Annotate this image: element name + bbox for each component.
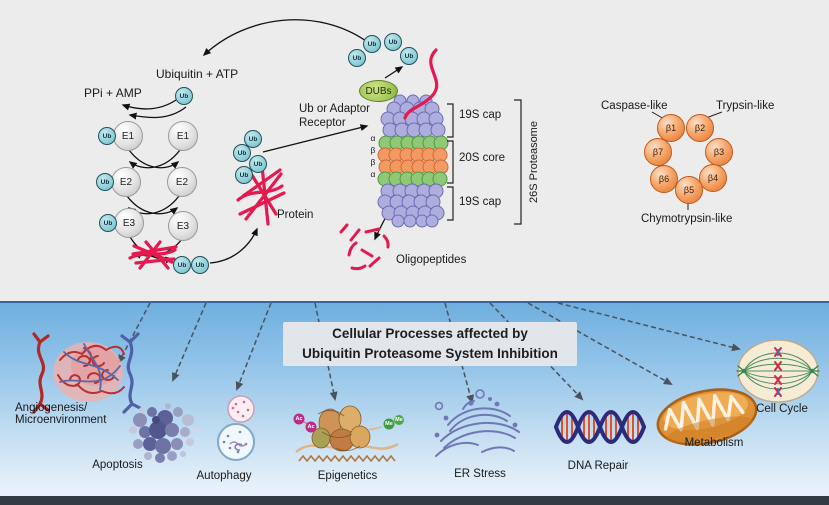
lower-panel-title-line1: Cellular Processes affected by bbox=[332, 326, 528, 342]
dubs-enzyme: DUBs bbox=[359, 80, 398, 102]
cap-top-label: 19S cap bbox=[459, 109, 502, 121]
beta4-subunit: β4 bbox=[699, 164, 727, 192]
e1-enzyme-right: E1 bbox=[168, 121, 198, 151]
beta2-subunit: β2 bbox=[686, 114, 714, 142]
core-label: 20S core bbox=[459, 152, 506, 164]
ubiquitin-circle: Ub bbox=[191, 256, 209, 274]
proteasome-bracket-label: 26S Proteasome bbox=[528, 121, 540, 203]
ubiquitin-circle: Ub bbox=[235, 166, 253, 184]
beta6-subunit: β6 bbox=[650, 165, 678, 193]
lower-panel-title-box: Cellular Processes affected by Ubiquitin… bbox=[283, 322, 577, 366]
ubiquitin-circle: Ub bbox=[400, 47, 418, 65]
ppi-amp-label: PPi + AMP bbox=[84, 86, 142, 100]
acetyl-mark-label: Ac bbox=[307, 424, 315, 430]
ubiquitin-circle: Ub bbox=[384, 33, 402, 51]
core-subunit-beta-1: β bbox=[370, 145, 376, 155]
bottom-border-strip bbox=[0, 496, 829, 505]
core-subunit-alpha-bottom: α bbox=[370, 169, 376, 179]
oligopeptides-label: Oligopeptides bbox=[396, 254, 467, 266]
acetyl-mark-label: Ac bbox=[295, 416, 303, 422]
ubiquitin-circle: Ub bbox=[96, 173, 114, 191]
chymotrypsin-like-label: Chymotrypsin-like bbox=[641, 213, 733, 225]
process-label-er-stress: ER Stress bbox=[454, 468, 506, 480]
ubiquitin-circle: Ub bbox=[173, 256, 191, 274]
process-label-metabolism: Metabolism bbox=[684, 437, 744, 449]
e3-enzyme-left: E3 bbox=[114, 208, 144, 238]
process-label-angiogenesis: Angiogenesis/ Microenvironment bbox=[15, 402, 107, 426]
ubiquitin-atp-label: Ubiquitin + ATP bbox=[156, 67, 239, 81]
process-label-cell-cycle: Cell Cycle bbox=[756, 403, 808, 415]
ubiquitin-circle: Ub bbox=[175, 87, 193, 105]
beta7-subunit: β7 bbox=[644, 138, 672, 166]
e3-enzyme-right: E3 bbox=[168, 211, 198, 241]
process-label-apoptosis: Apoptosis bbox=[92, 459, 143, 471]
e1-enzyme-left: E1 bbox=[113, 121, 143, 151]
caspase-like-label: Caspase-like bbox=[601, 100, 668, 112]
process-label-autophagy: Autophagy bbox=[196, 470, 252, 482]
ubiquitin-circle: Ub bbox=[348, 49, 366, 67]
cap-bottom-label: 19S cap bbox=[459, 196, 502, 208]
adaptor-receptor-label-line1: Ub or Adaptor bbox=[299, 103, 370, 115]
trypsin-like-label: Trypsin-like bbox=[716, 100, 775, 112]
ubiquitin-circle: Ub bbox=[233, 144, 251, 162]
core-subunit-beta-2: β bbox=[370, 157, 376, 167]
e2-enzyme-right: E2 bbox=[167, 167, 197, 197]
beta5-subunit: β5 bbox=[675, 176, 703, 204]
core-subunit-alpha-top: α bbox=[370, 133, 376, 143]
process-label-epigenetics: Epigenetics bbox=[317, 470, 378, 482]
protein-label: Protein bbox=[277, 209, 314, 221]
lower-panel-title-line2: Ubiquitin Proteasome System Inhibition bbox=[302, 346, 558, 361]
process-label-dna-repair: DNA Repair bbox=[567, 460, 629, 472]
ubiquitin-circle: Ub bbox=[98, 127, 116, 145]
adaptor-receptor-label-line2: Receptor bbox=[299, 117, 346, 129]
ubiquitin-circle: Ub bbox=[244, 130, 262, 148]
ubiquitin-circle: Ub bbox=[363, 35, 381, 53]
methyl-mark-label: Me bbox=[395, 417, 403, 423]
ubiquitin-circle: Ub bbox=[99, 214, 117, 232]
e2-enzyme-left: E2 bbox=[111, 167, 141, 197]
beta3-subunit: β3 bbox=[705, 138, 733, 166]
